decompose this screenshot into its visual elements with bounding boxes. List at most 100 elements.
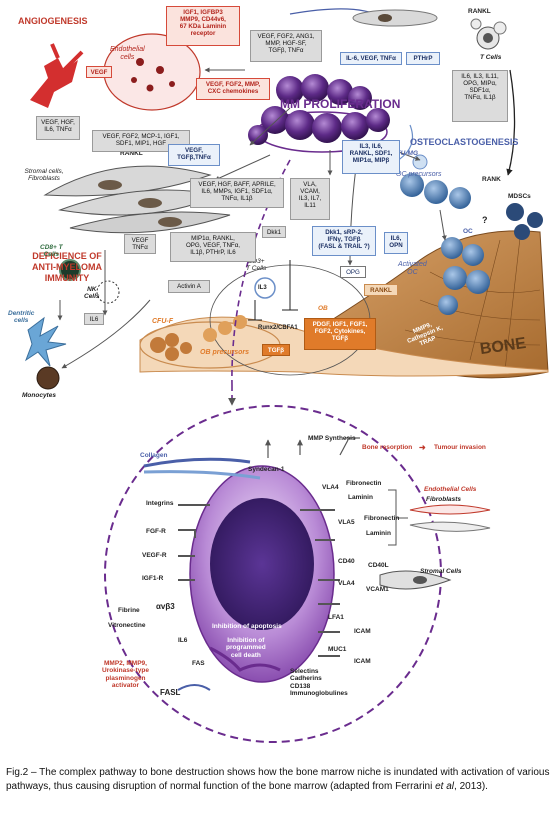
runx2-label: Runx2/CBFA1: [258, 325, 298, 331]
mmp2-box: MMP2, MMP9, Urokinase-type plasminogen a…: [102, 660, 149, 690]
cfu-f-label: CFU-F: [152, 318, 173, 325]
myeloma-nucleus: [210, 498, 314, 630]
fibroblasts-label: Fibroblasts: [426, 496, 462, 503]
integrins-label: Integrins: [146, 500, 174, 507]
cd8-label: CD8+ T Cells: [40, 244, 63, 259]
rank-label: RANK: [482, 176, 501, 183]
monocyte-cell: [36, 366, 60, 390]
fibronectin2-label: Fibronectin: [364, 515, 400, 522]
laminin2-label: Laminin: [366, 530, 391, 537]
lfa1-label: LFA1: [328, 614, 344, 621]
stromal-cells-label: Stromal Cells: [420, 568, 462, 575]
arrow-symbol: ➜: [419, 443, 426, 452]
dendritic-cell: [24, 316, 67, 367]
endothelial-cell-graphic: [103, 33, 201, 111]
vegf-fgf2-mcp1-box: VEGF, FGF2, MCP-1, IGF1, SDF1, MIP1, HGF: [92, 130, 190, 152]
t-cells-label: T Cells: [480, 54, 502, 61]
avb3-label: αvβ3: [156, 602, 175, 611]
tumour-invasion-label: Tumour invasion: [434, 444, 486, 451]
fas-label: FAS: [192, 660, 205, 667]
vegfr-label: VEGF-R: [142, 552, 167, 559]
vitronectine-label: Vitronectine: [108, 622, 146, 629]
deficience-heading: DEFICIENCE OF ANTI-MYELOMA IMMUNITY: [32, 251, 102, 283]
mip1a-rankl-box: MIP1α, RANKL, OPG, VEGF, TNFα, IL1β, PTH…: [170, 232, 256, 262]
vla4-mid-label: VLA4: [338, 580, 355, 587]
pathway-figure: ANGIOGENESIS MM PROLIFERATION OSTEOCLAST…: [8, 6, 549, 743]
red-vessel-graphic: [30, 43, 84, 108]
oc-precursors-label: OC precursors: [396, 171, 442, 178]
inhibition-pcd-label: Inhibition of programmed cell death: [226, 637, 266, 659]
pthrp-box: PTHrP: [406, 52, 440, 65]
caption-et-al: et al: [435, 781, 455, 792]
igf1r-label: IGF1-R: [142, 575, 164, 582]
cfu-mg-label: CFU-MG: [392, 150, 418, 157]
muc1-label: MUC1: [328, 646, 347, 653]
mdscs-label: MDSCs: [508, 193, 531, 200]
rankl-stromal-label: RANKL: [120, 150, 143, 157]
ob-precursors-label: OB precursors: [200, 349, 250, 356]
dkk1-srp2-box: Dkk1, sRP-2, IFNγ, TGFβ (FASL & TRAIL ?): [312, 226, 376, 256]
caption-text: Fig.2 – The complex pathway to bone dest…: [6, 767, 550, 792]
activin-box: Activin A: [168, 280, 210, 293]
vcam1-label: VCAM1: [366, 586, 389, 593]
icam1-label: ICAM: [354, 628, 371, 635]
niche-circle: [104, 405, 442, 743]
vegf-tnfa-small-box: VEGF TNFα: [124, 234, 156, 254]
vegf-hgf-baff-box: VEGF, HGF, BAFF, APRILE, IL6, MMPs, IGF1…: [190, 178, 284, 208]
inhibition-apoptosis-label: Inhibition of apoptosis: [212, 623, 282, 630]
rankl-ob-box: RANKL: [364, 284, 398, 296]
vegf-fgf2-mmp-box: VEGF, FGF2, MMP, CXC chemokines: [196, 78, 270, 100]
endothelial-label: Endothelial cells: [110, 46, 145, 62]
dkk1-box: Dkk1: [262, 226, 286, 238]
collagen-label: Collagen: [140, 452, 168, 459]
nk-cell: [96, 280, 120, 304]
stromal-label: Stromal cells, Fibroblasts: [24, 168, 64, 183]
monocytes-label: Monocytes: [22, 392, 56, 399]
igf1-box: IGF1, IGFBP3 MMP9, CD44v6, 67 KDa Lamini…: [166, 6, 240, 46]
vegf-red-box: VEGF: [86, 66, 112, 78]
fgfr-label: FGF-R: [146, 528, 166, 535]
endothelial-cells-label: Endothelial Cells: [424, 486, 477, 493]
selectins-label: Selectins Cadherins CD138 Immunoglobulin…: [290, 668, 348, 698]
ob-label: OB: [318, 305, 328, 312]
cfu-f-cells: [150, 333, 192, 361]
figure-caption: Fig.2 – The complex pathway to bone dest…: [6, 766, 552, 794]
tcell-cytokines-box: IL6, IL3, IL11, OPG, MIPα, SDF1α, TNFα, …: [452, 70, 508, 122]
cd40l-label: CD40L: [368, 562, 389, 569]
dendritic-label: Dentritic cells: [8, 310, 35, 325]
angiogenesis-heading: ANGIOGENESIS: [18, 16, 88, 26]
cd40-label: CD40: [338, 558, 355, 565]
fasl-label: FASL: [160, 688, 181, 697]
laminin1-label: Laminin: [348, 494, 373, 501]
icam2-label: ICAM: [354, 658, 371, 665]
stromal-cells-graphic: [43, 165, 231, 234]
il6-opn-box: IL6, OPN: [384, 232, 408, 254]
question-mark: ?: [482, 215, 488, 225]
il3-il6-rankl-box: IL3, IL6, RANKL, SDF1, MIP1α, MIPβ: [342, 140, 400, 174]
il6-small-box: IL6: [84, 313, 104, 325]
mm-proliferation-heading: MM PROLIFERATION: [280, 97, 401, 111]
cd3-label: CD3+ T Cells: [246, 258, 267, 273]
oc-label: OC: [463, 228, 473, 235]
rankl-top-label: RANKL: [468, 8, 491, 15]
cd3-cell: [254, 277, 276, 299]
syndecan-label: Syndecan-1: [248, 466, 285, 473]
il3-circle-label: IL3: [258, 285, 267, 291]
osteoclastogenesis-heading: OSTEOCLASTOGENESIS: [410, 137, 519, 147]
vla5-label: VLA5: [338, 519, 355, 526]
fibrine-label: Fibrine: [118, 607, 140, 614]
nk-label: NK Cells: [84, 286, 100, 301]
bone-resorption-label: Bone resorption: [362, 444, 413, 451]
mm-cell-cluster: [248, 74, 390, 153]
cd8-cell: [59, 259, 81, 281]
oc-precursor-cells: [400, 173, 490, 315]
vla-vcam-box: VLA, VCAM, IL3, IL7, IL11: [290, 178, 330, 220]
vegf-tgfb-box: VEGF, TGFβ,TNFα: [168, 144, 220, 166]
ob-precursor-cells: [203, 315, 247, 342]
activated-oc-label: Activated OC: [398, 261, 427, 277]
vla4-top-label: VLA4: [322, 484, 339, 491]
caption-end: , 2013).: [454, 781, 488, 792]
t-cells-graphic: [352, 9, 507, 50]
tgfb-small-box: TGFβ: [262, 344, 290, 356]
pdgf-box: PDGF, IGF1, FGF1, FGF2, Cytokines, TGFβ: [304, 318, 376, 350]
